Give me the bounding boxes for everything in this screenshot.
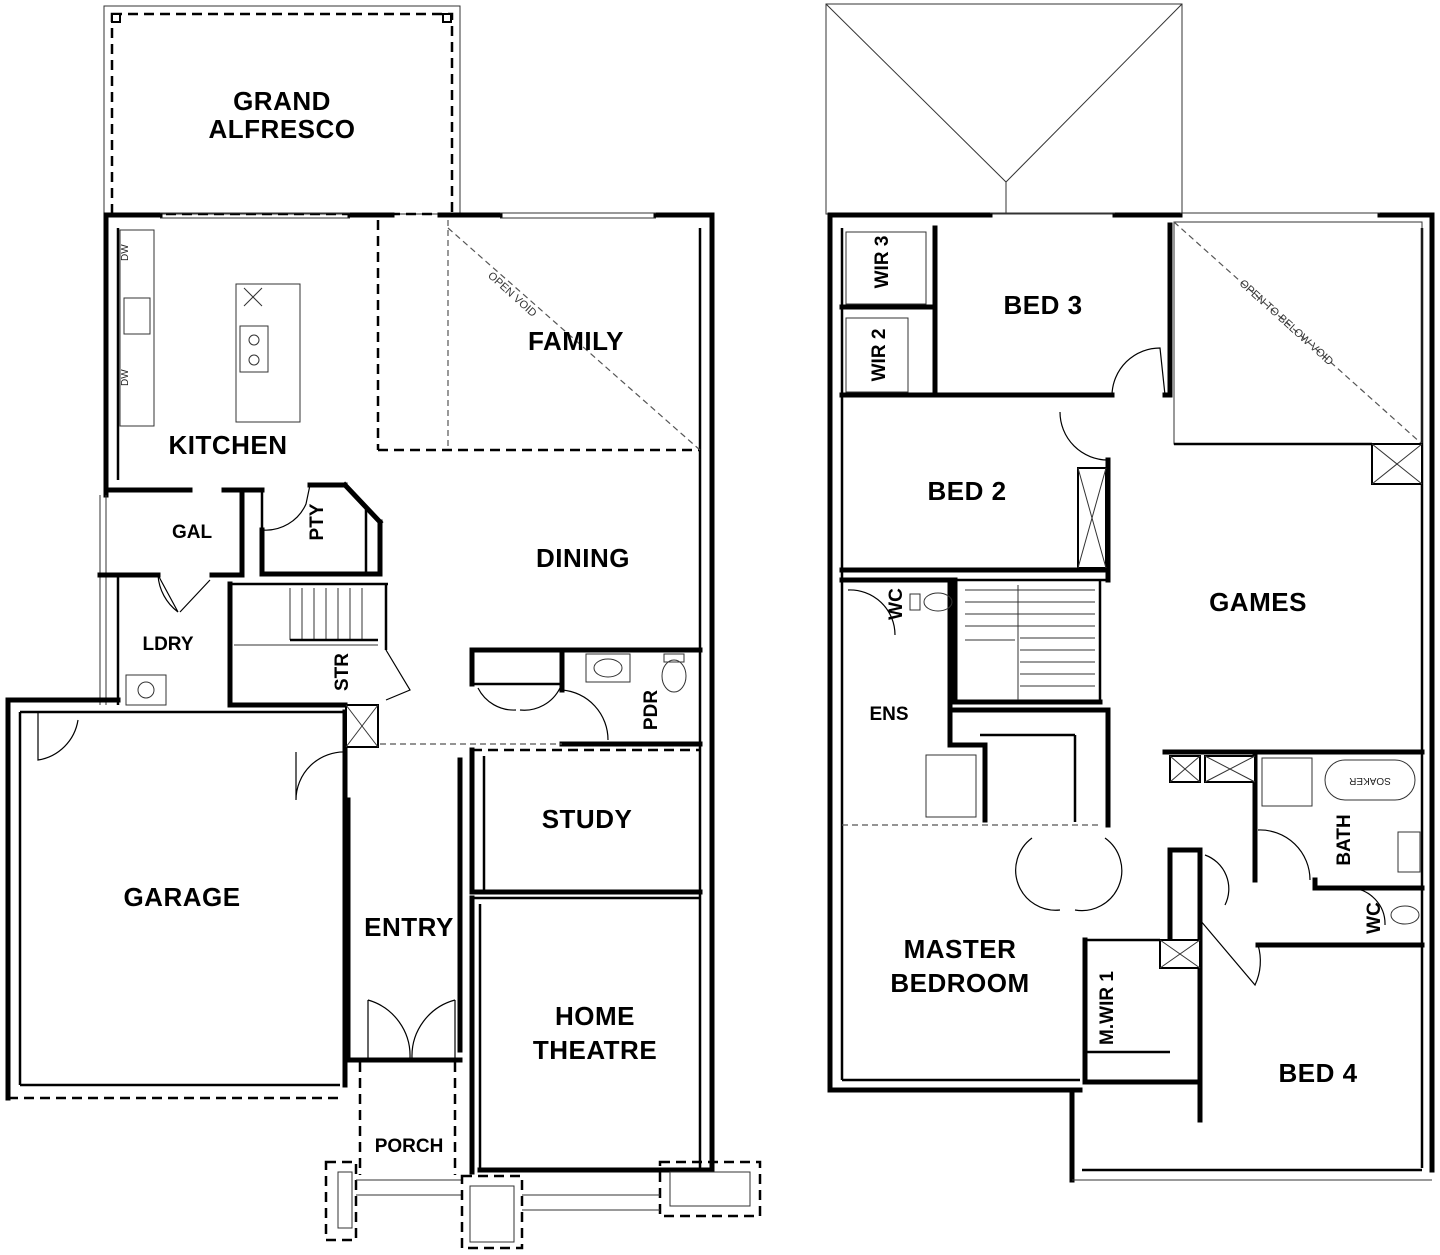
label-wir3: WIR 3 [872, 236, 893, 289]
note-open-to-below: OPEN TO BELOW VOID [1237, 278, 1336, 368]
label-garage: GARAGE [123, 882, 240, 912]
upper-doors [847, 347, 1386, 987]
porch-structure [324, 1062, 762, 1250]
upper-bath-bed4 [1082, 749, 1425, 1123]
ground-interior-walls [97, 220, 715, 1175]
note-soaker: SOAKER [1349, 775, 1391, 786]
alfresco-structure [103, 5, 461, 216]
label-study: STUDY [542, 804, 633, 834]
label-str: STR [332, 653, 353, 691]
label-alfresco-line1: GRAND [233, 86, 331, 116]
label-master-line1: MASTER [904, 934, 1017, 964]
ground-labels: GRAND ALFRESCO KITCHEN FAMILY DINING GAL… [123, 86, 662, 1157]
label-porch: PORCH [375, 1136, 444, 1157]
label-wc-2: WC [1364, 902, 1385, 934]
ground-outer-walls [5, 212, 715, 1173]
label-dining: DINING [536, 543, 630, 573]
label-bath: BATH [1334, 814, 1355, 865]
label-ldry: LDRY [142, 634, 193, 655]
label-master-line2: BEDROOM [890, 968, 1029, 998]
upper-bedroom-walls [839, 221, 1423, 583]
svg-text:DW: DW [120, 369, 131, 386]
upper-wet-areas [839, 577, 1111, 828]
label-games: GAMES [1209, 587, 1307, 617]
svg-text:DW: DW [120, 244, 131, 261]
label-theatre-line1: HOME [555, 1001, 635, 1031]
label-pty: PTY [307, 503, 328, 540]
upper-stair-treads [965, 585, 1095, 700]
upper-floor: WIR 3 BED 3 WIR 2 BED 2 WC ENS GAMES BAT… [825, 3, 1435, 1183]
ground-stair-treads [234, 588, 378, 646]
label-mwir: M.WIR 1 [1097, 971, 1118, 1045]
label-gal: GAL [172, 522, 213, 543]
label-pdr: PDR [641, 690, 662, 730]
label-entry: ENTRY [364, 912, 454, 942]
label-theatre-line2: THEATRE [533, 1035, 657, 1065]
ground-floor: DW DW [5, 5, 762, 1250]
upper-labels: WIR 3 BED 3 WIR 2 BED 2 WC ENS GAMES BAT… [869, 236, 1391, 1088]
label-alfresco-line2: ALFRESCO [209, 114, 356, 144]
note-open-void: OPEN VOID [485, 270, 538, 320]
label-kitchen: KITCHEN [168, 430, 287, 460]
label-bed4: BED 4 [1278, 1058, 1357, 1088]
label-ens: ENS [869, 704, 908, 725]
label-bed3: BED 3 [1003, 290, 1082, 320]
label-wir2: WIR 2 [869, 329, 890, 382]
ground-doors [37, 484, 609, 1059]
label-family: FAMILY [528, 326, 624, 356]
roof-outline [825, 3, 1183, 215]
kitchen-fixtures: DW DW [119, 229, 301, 427]
label-wc-1: WC [886, 588, 907, 620]
label-bed2: BED 2 [927, 476, 1006, 506]
